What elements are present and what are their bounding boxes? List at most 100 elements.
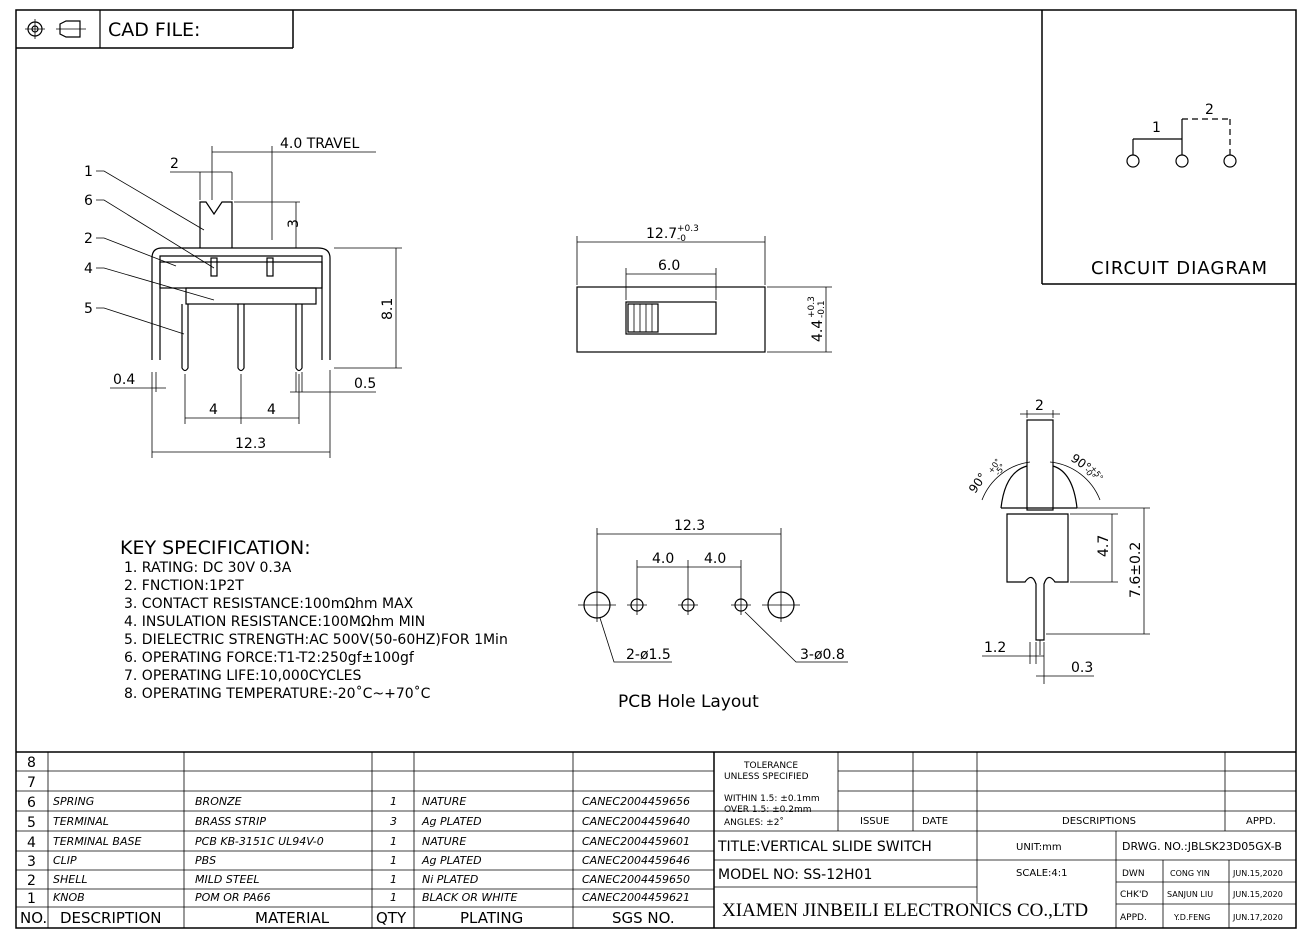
dim-width: 12.3 <box>235 436 266 452</box>
bom-row-plating: Ag PLATED <box>421 815 482 828</box>
chkd-date: JUN.15,2020 <box>1232 890 1283 899</box>
dim-knob-width: 2 <box>170 156 179 172</box>
tolerance-line3: ANGLES: ±2˚ <box>724 817 784 828</box>
bom-row-mat: BRASS STRIP <box>195 815 266 828</box>
bom-header-description: DESCRIPTION <box>60 909 162 927</box>
bom-row-plating: Ag PLATED <box>421 854 482 867</box>
bom-header-material: MATERIAL <box>255 909 330 927</box>
cad-file-header: CAD FILE: <box>16 10 294 49</box>
bom-row-plating: Ni PLATED <box>422 873 478 886</box>
pcb-hole-layout: 12.3 4.0 4.0 2-ø1.5 3-ø0.8 PCB Hole Layo… <box>578 518 848 712</box>
bom-row-plating: NATURE <box>422 795 466 808</box>
circuit-pin1-label: 1 <box>1152 120 1161 136</box>
dwn-label: DWN <box>1122 869 1145 879</box>
key-specification: KEY SPECIFICATION: 1. RATING: DC 30V 0.3… <box>120 537 508 702</box>
bom-row-mat: PBS <box>195 854 216 867</box>
dim-knob-height: 3 <box>286 219 302 228</box>
bom-row-no: 3 <box>27 854 36 870</box>
company-name: XIAMEN JINBEILI ELECTRONICS CO.,LTD <box>722 900 1088 921</box>
dim-pin-thk: 0.4 <box>113 372 135 388</box>
top-view-drawing: 12.7 +0.3 -0 6.0 4.4 +0.3 -0.1 <box>576 224 832 353</box>
bom-row-plating: BLACK OR WHITE <box>422 891 517 904</box>
circuit-diagram: 1 2 CIRCUIT DIAGRAM <box>1041 10 1296 285</box>
bom-row-mat: PCB KB-3151C UL94V-0 <box>195 835 324 848</box>
dwn-name: CONG YIN <box>1170 869 1210 878</box>
tolerance-subtitle: UNLESS SPECIFIED <box>724 772 809 782</box>
bom-row-no: 6 <box>27 795 36 811</box>
callout-5: 5 <box>84 301 93 317</box>
spec-item-8: 8. OPERATING TEMPERATURE:-20˚C~+70˚C <box>124 685 431 702</box>
chkd-name: SANJUN LIU <box>1167 890 1213 899</box>
side-view-drawing: 1 6 2 4 5 2 4.0 TRAVEL 3 8.1 0.4 0.5 4 4… <box>84 136 402 458</box>
dim-length: 12.7 <box>646 226 677 242</box>
bom-row-qty: 1 <box>390 795 397 808</box>
bom-row-mat: POM OR PA66 <box>195 891 271 904</box>
circuit-pin2-label: 2 <box>1205 102 1214 118</box>
pcb-dim-pitch1: 4.0 <box>652 551 674 567</box>
scale-label: SCALE:4:1 <box>1016 868 1068 879</box>
bom-row-qty: 1 <box>390 873 397 886</box>
bom-row-no: 5 <box>27 815 36 831</box>
apd-label: APPD. <box>1120 913 1147 923</box>
tolerance-line2: OVER 1.5: ±0.2mm <box>724 805 811 815</box>
spec-item-2: 2. FNCTION:1P2T <box>124 578 244 594</box>
dwn-date: JUN.15,2020 <box>1232 869 1283 878</box>
end-dim-body: 4.7 <box>1096 535 1112 557</box>
sheet-frame <box>15 9 1297 929</box>
circuit-diagram-title: CIRCUIT DIAGRAM <box>1091 258 1268 279</box>
pcb-dim-pitch2: 4.0 <box>704 551 726 567</box>
bom-row-sgs: CANEC2004459646 <box>582 854 690 867</box>
pcb-caption: PCB Hole Layout <box>618 692 759 712</box>
dim-depth: 4.4 <box>810 320 826 342</box>
apd-name: Y.D.FENG <box>1173 913 1210 922</box>
dim-pin-thk2: 0.5 <box>354 376 376 392</box>
pcb-dim-total: 12.3 <box>674 518 705 534</box>
end-dim-pin-w: 1.2 <box>984 640 1006 656</box>
bom-row-mat: BRONZE <box>195 795 242 808</box>
bom-header-no: NO. <box>20 909 47 927</box>
bom-row-sgs: CANEC2004459601 <box>582 835 690 848</box>
bom-row-sgs: CANEC2004459656 <box>582 795 690 808</box>
dim-height: 8.1 <box>380 298 396 320</box>
issue-label: ISSUE <box>860 816 889 827</box>
drawing-number: DRWG. NO.:JBLSK23D05GX-B <box>1122 840 1282 853</box>
bom-row-no: 4 <box>27 835 36 851</box>
dim-length-tol-up: +0.3 <box>677 224 699 234</box>
title-block: TOLERANCE UNLESS SPECIFIED WITHIN 1.5: ±… <box>714 752 1296 928</box>
bom-row-desc: SPRING <box>53 795 94 808</box>
spec-item-4: 4. INSULATION RESISTANCE:100MΩhm MIN <box>124 614 425 630</box>
pcb-hole-big: 2-ø1.5 <box>626 647 671 663</box>
dim-travel: 4.0 TRAVEL <box>280 136 360 152</box>
callout-2: 2 <box>84 231 93 247</box>
bom-row-sgs: CANEC2004459640 <box>582 815 690 828</box>
tolerance-line1: WITHIN 1.5: ±0.1mm <box>724 794 820 804</box>
end-dim-pin-t: 0.3 <box>1071 660 1093 676</box>
bom-row-no: 7 <box>27 775 36 791</box>
bom-row-desc: SHELL <box>53 873 87 886</box>
dim-depth-tol-dn: -0.1 <box>817 300 827 318</box>
end-dim-overall: 7.6±0.2 <box>1128 542 1144 598</box>
bom-row-qty: 3 <box>390 815 397 828</box>
spec-item-7: 7. OPERATING LIFE:10,000CYCLES <box>124 668 361 684</box>
spec-item-1: 1. RATING: DC 30V 0.3A <box>124 560 292 576</box>
chkd-label: CHK'D <box>1120 890 1148 900</box>
drawing-title: TITLE:VERTICAL SLIDE SWITCH <box>717 839 932 855</box>
pcb-hole-small: 3-ø0.8 <box>800 647 845 663</box>
dim-pitch1: 4 <box>209 402 218 418</box>
bom-row-sgs: CANEC2004459650 <box>582 873 690 886</box>
bom-row-desc: TERMINAL <box>53 815 109 828</box>
dim-depth-tol-up: +0.3 <box>807 296 817 318</box>
bom-header-plating: PLATING <box>460 909 523 927</box>
spec-title: KEY SPECIFICATION: <box>120 537 311 559</box>
bom-row-plating: NATURE <box>422 835 466 848</box>
bom-header-qty: QTY <box>376 909 407 927</box>
dim-pitch2: 4 <box>267 402 276 418</box>
descriptions-label: DESCRIPTIONS <box>1062 816 1136 827</box>
bom-row-qty: 1 <box>390 854 397 867</box>
bom-row-desc: TERMINAL BASE <box>53 835 141 848</box>
bom-row-desc: CLIP <box>53 854 77 867</box>
end-view-drawing: 2 90° +0° -5° 90° +5° -0° 4.7 7.6±0.2 1.… <box>966 398 1150 684</box>
callout-6: 6 <box>84 193 93 209</box>
dim-length-tol-dn: -0 <box>677 234 686 244</box>
